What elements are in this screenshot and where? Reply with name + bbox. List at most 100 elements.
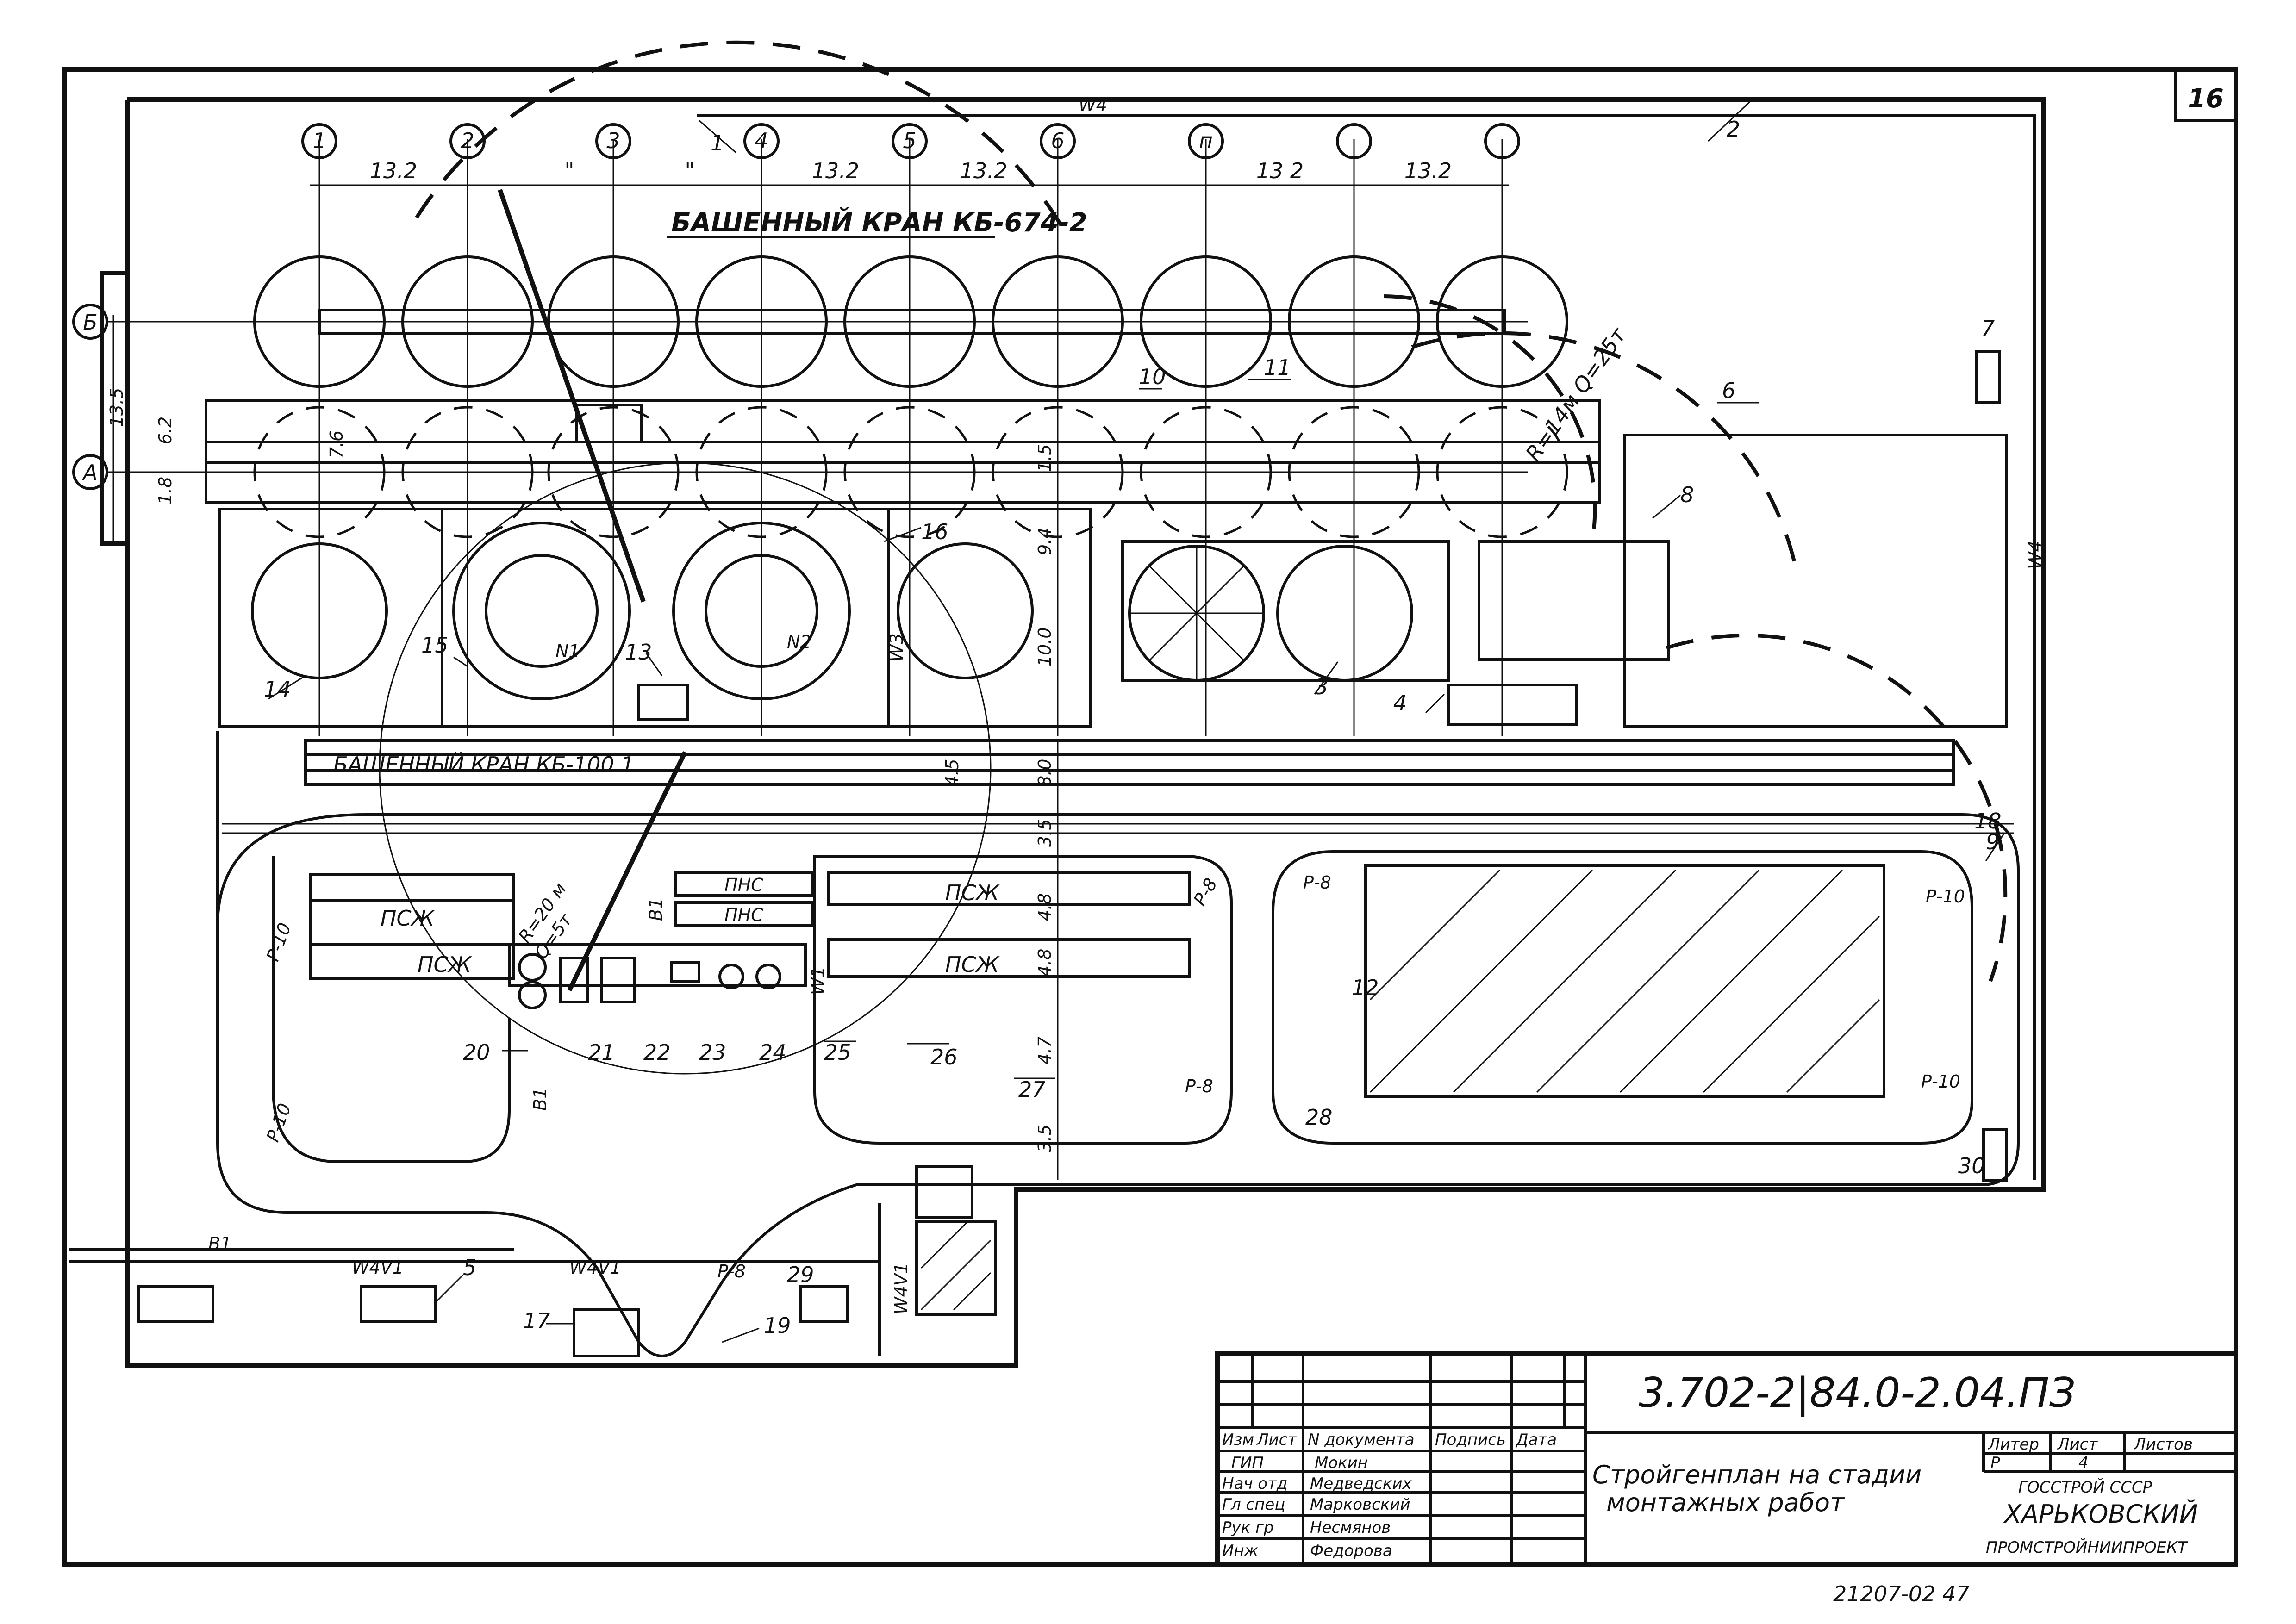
drawing-label-26: 6 [1722, 378, 1735, 403]
util-w4v1-1: W4V1 [352, 1257, 404, 1278]
drawing-label-58: Мокин [1315, 1454, 1368, 1472]
util-b1-2: B1 [646, 898, 666, 921]
storage-area-12 [1364, 864, 1885, 1098]
sheet-number: 16 [2188, 84, 2224, 114]
drawing-label-62: Марковский [1310, 1495, 1410, 1514]
drawing-label-69: Листов [2133, 1435, 2193, 1454]
drawing-title-1: Стройгенплан на стадии [1592, 1460, 1922, 1489]
crane-top-label: БАШЕННЫЙ КРАН КБ-674-2 [671, 207, 1087, 238]
drawing-label-31: 11 [1264, 355, 1291, 380]
crane-track-top [205, 399, 1601, 504]
util-w4-right: W4 [2025, 541, 2046, 569]
drawing-label-9: 1.8 [155, 477, 175, 504]
drawing-label-6: 13.2 [1404, 158, 1452, 183]
utilities: W4 W4 W3 W1 B1 B1 B1 W4V1 W4V1 W4V1 [69, 95, 2046, 1356]
drawing-label-49: 29 [787, 1262, 814, 1287]
road-radius-8: Р-8 [718, 1261, 746, 1282]
axis-a: А [81, 460, 97, 485]
drawing-label-52: Изм [1222, 1431, 1254, 1449]
drawing-label-8: 6.2 [155, 417, 175, 444]
drawing-label-33: 13 [625, 640, 652, 665]
drawing-label-42: 22 [643, 1040, 671, 1065]
tank-block-lower: N1 N2 [218, 508, 1092, 728]
tanks-row-top [253, 255, 1568, 388]
drawing-label-19: 4.7 [1035, 1037, 1055, 1064]
document-code: 3.702-2|84.0-2.04.ПЗ [1639, 1369, 2076, 1417]
drawing-label-39: 19 [764, 1313, 791, 1338]
drawing-label-20: 3.5 [1035, 1125, 1055, 1152]
crane-boom-bottom [567, 751, 687, 992]
column-axes [310, 139, 1509, 736]
road-radius-1: Р-10 [262, 920, 295, 964]
tank-n2-label: N2 [787, 632, 811, 652]
drawing-label-67: Литер [1987, 1435, 2039, 1454]
road-radius-3: Р-10 [1926, 886, 1965, 907]
drawing-label-12: 9.4 [1035, 528, 1055, 555]
psj-label-3: ПСЖ [945, 880, 1000, 905]
row-axes: Б А 13.5 6.2 1.8 7.6 [72, 304, 1528, 504]
column-spacing-dims: 13.2 " " 13.2 13.2 13 2 13.2 [370, 158, 1452, 183]
road-radius-5: Р-8 [1190, 875, 1222, 909]
drawing-label-34: 14 [264, 677, 291, 702]
drawing-label-4: 13.2 [960, 158, 1007, 183]
drawing-label-36: 16 [921, 519, 948, 544]
drawing-label-41: 21 [588, 1040, 615, 1065]
tanks-row-dashed [253, 406, 1568, 538]
drawing-label-54: N документа [1308, 1431, 1415, 1449]
bottom-structures [137, 350, 2008, 1357]
pns-label-2: ПНС [724, 905, 763, 925]
panel-storage: ПСЖ ПСЖ ПНС ПНС ПСЖ ПСЖ [309, 871, 1191, 980]
drawing-label-18: 4.8 [1035, 949, 1055, 977]
drawing-label-0: 13.2 [370, 158, 417, 183]
middle-dims: 1.5 9.4 10.0 4.5 8.0 3.5 4.8 4.8 4.7 3.5 [942, 444, 1059, 1180]
psj-label-2: ПСЖ [418, 952, 473, 977]
tank-n1-label: N1 [555, 641, 580, 661]
drawing-label-22: 2 [1727, 117, 1740, 142]
axis-2: 2 [461, 128, 474, 153]
drawing-label-48: 28 [1305, 1105, 1333, 1130]
axis-b: Б [83, 310, 98, 335]
drawing-label-60: Медведских [1310, 1475, 1412, 1493]
drawing-label-70: Р [1990, 1454, 2000, 1472]
callouts: 1 2 3 4 5 6 7 8 9 10 11 12 13 14 15 16 1… [264, 101, 2005, 1343]
sheet-frame [62, 67, 2238, 1567]
util-w4-top: W4 [1079, 95, 1107, 115]
drawing-label-38: 18 [1974, 809, 2002, 834]
drawing-label-27: 7 [1981, 316, 1995, 341]
axis-p: п [1199, 128, 1213, 153]
util-w4v1-2: W4V1 [569, 1257, 621, 1278]
site-boundary [125, 97, 2046, 1368]
pns-label-1: ПНС [724, 875, 763, 895]
drawing-title-2: монтажных работ [1606, 1488, 1845, 1517]
drawing-label-3: 13.2 [812, 158, 859, 183]
drawing-label-10: 7.6 [326, 430, 347, 458]
crane-top-base [575, 404, 643, 443]
drawing-label-23: 3 [1315, 674, 1328, 699]
archive-stamp: 21207-02 47 [1833, 1581, 1970, 1606]
sheet-number-box [2174, 68, 2237, 122]
drawing-label-45: 25 [824, 1040, 851, 1065]
util-w4v1-3: W4V1 [891, 1263, 911, 1314]
drawing-label-74: ПРОМСТРОЙНИИПРОЕКТ [1986, 1538, 2188, 1557]
axis-5: 5 [903, 128, 916, 153]
drawing-label-14: 4.5 [942, 759, 962, 787]
axis-6: 6 [1051, 128, 1064, 153]
road-radius-4: Р-10 [1921, 1071, 1960, 1092]
drawing-label-5: 13 2 [1256, 158, 1304, 183]
drawing-label-44: 24 [759, 1040, 786, 1065]
drawing-label-46: 26 [930, 1045, 958, 1070]
drawing-label-17: 4.8 [1035, 893, 1055, 921]
drawing-label-24: 4 [1393, 691, 1407, 716]
drawing-label-53: Лист [1256, 1431, 1297, 1449]
util-b1-3: B1 [530, 1088, 550, 1111]
left-building-outline [100, 271, 127, 546]
equipment-group [508, 943, 807, 1009]
drawing-label-11: 1.5 [1035, 444, 1055, 472]
column-bubbles: 1 2 3 4 5 6 п [301, 123, 1520, 159]
crane-reach-arcs: R=14м Q=25т R=20 м Q=5т [379, 40, 2008, 1075]
drawing-label-43: 23 [699, 1040, 726, 1065]
axis-4: 4 [755, 128, 768, 153]
crane-bottom-label: БАШЕННЫЙ КРАН КБ-100.1 [333, 752, 635, 777]
roads: Р-10 Р-10 Р-10 Р-10 Р-8 Р-8 Р-8 Р-8 [216, 731, 2020, 1357]
